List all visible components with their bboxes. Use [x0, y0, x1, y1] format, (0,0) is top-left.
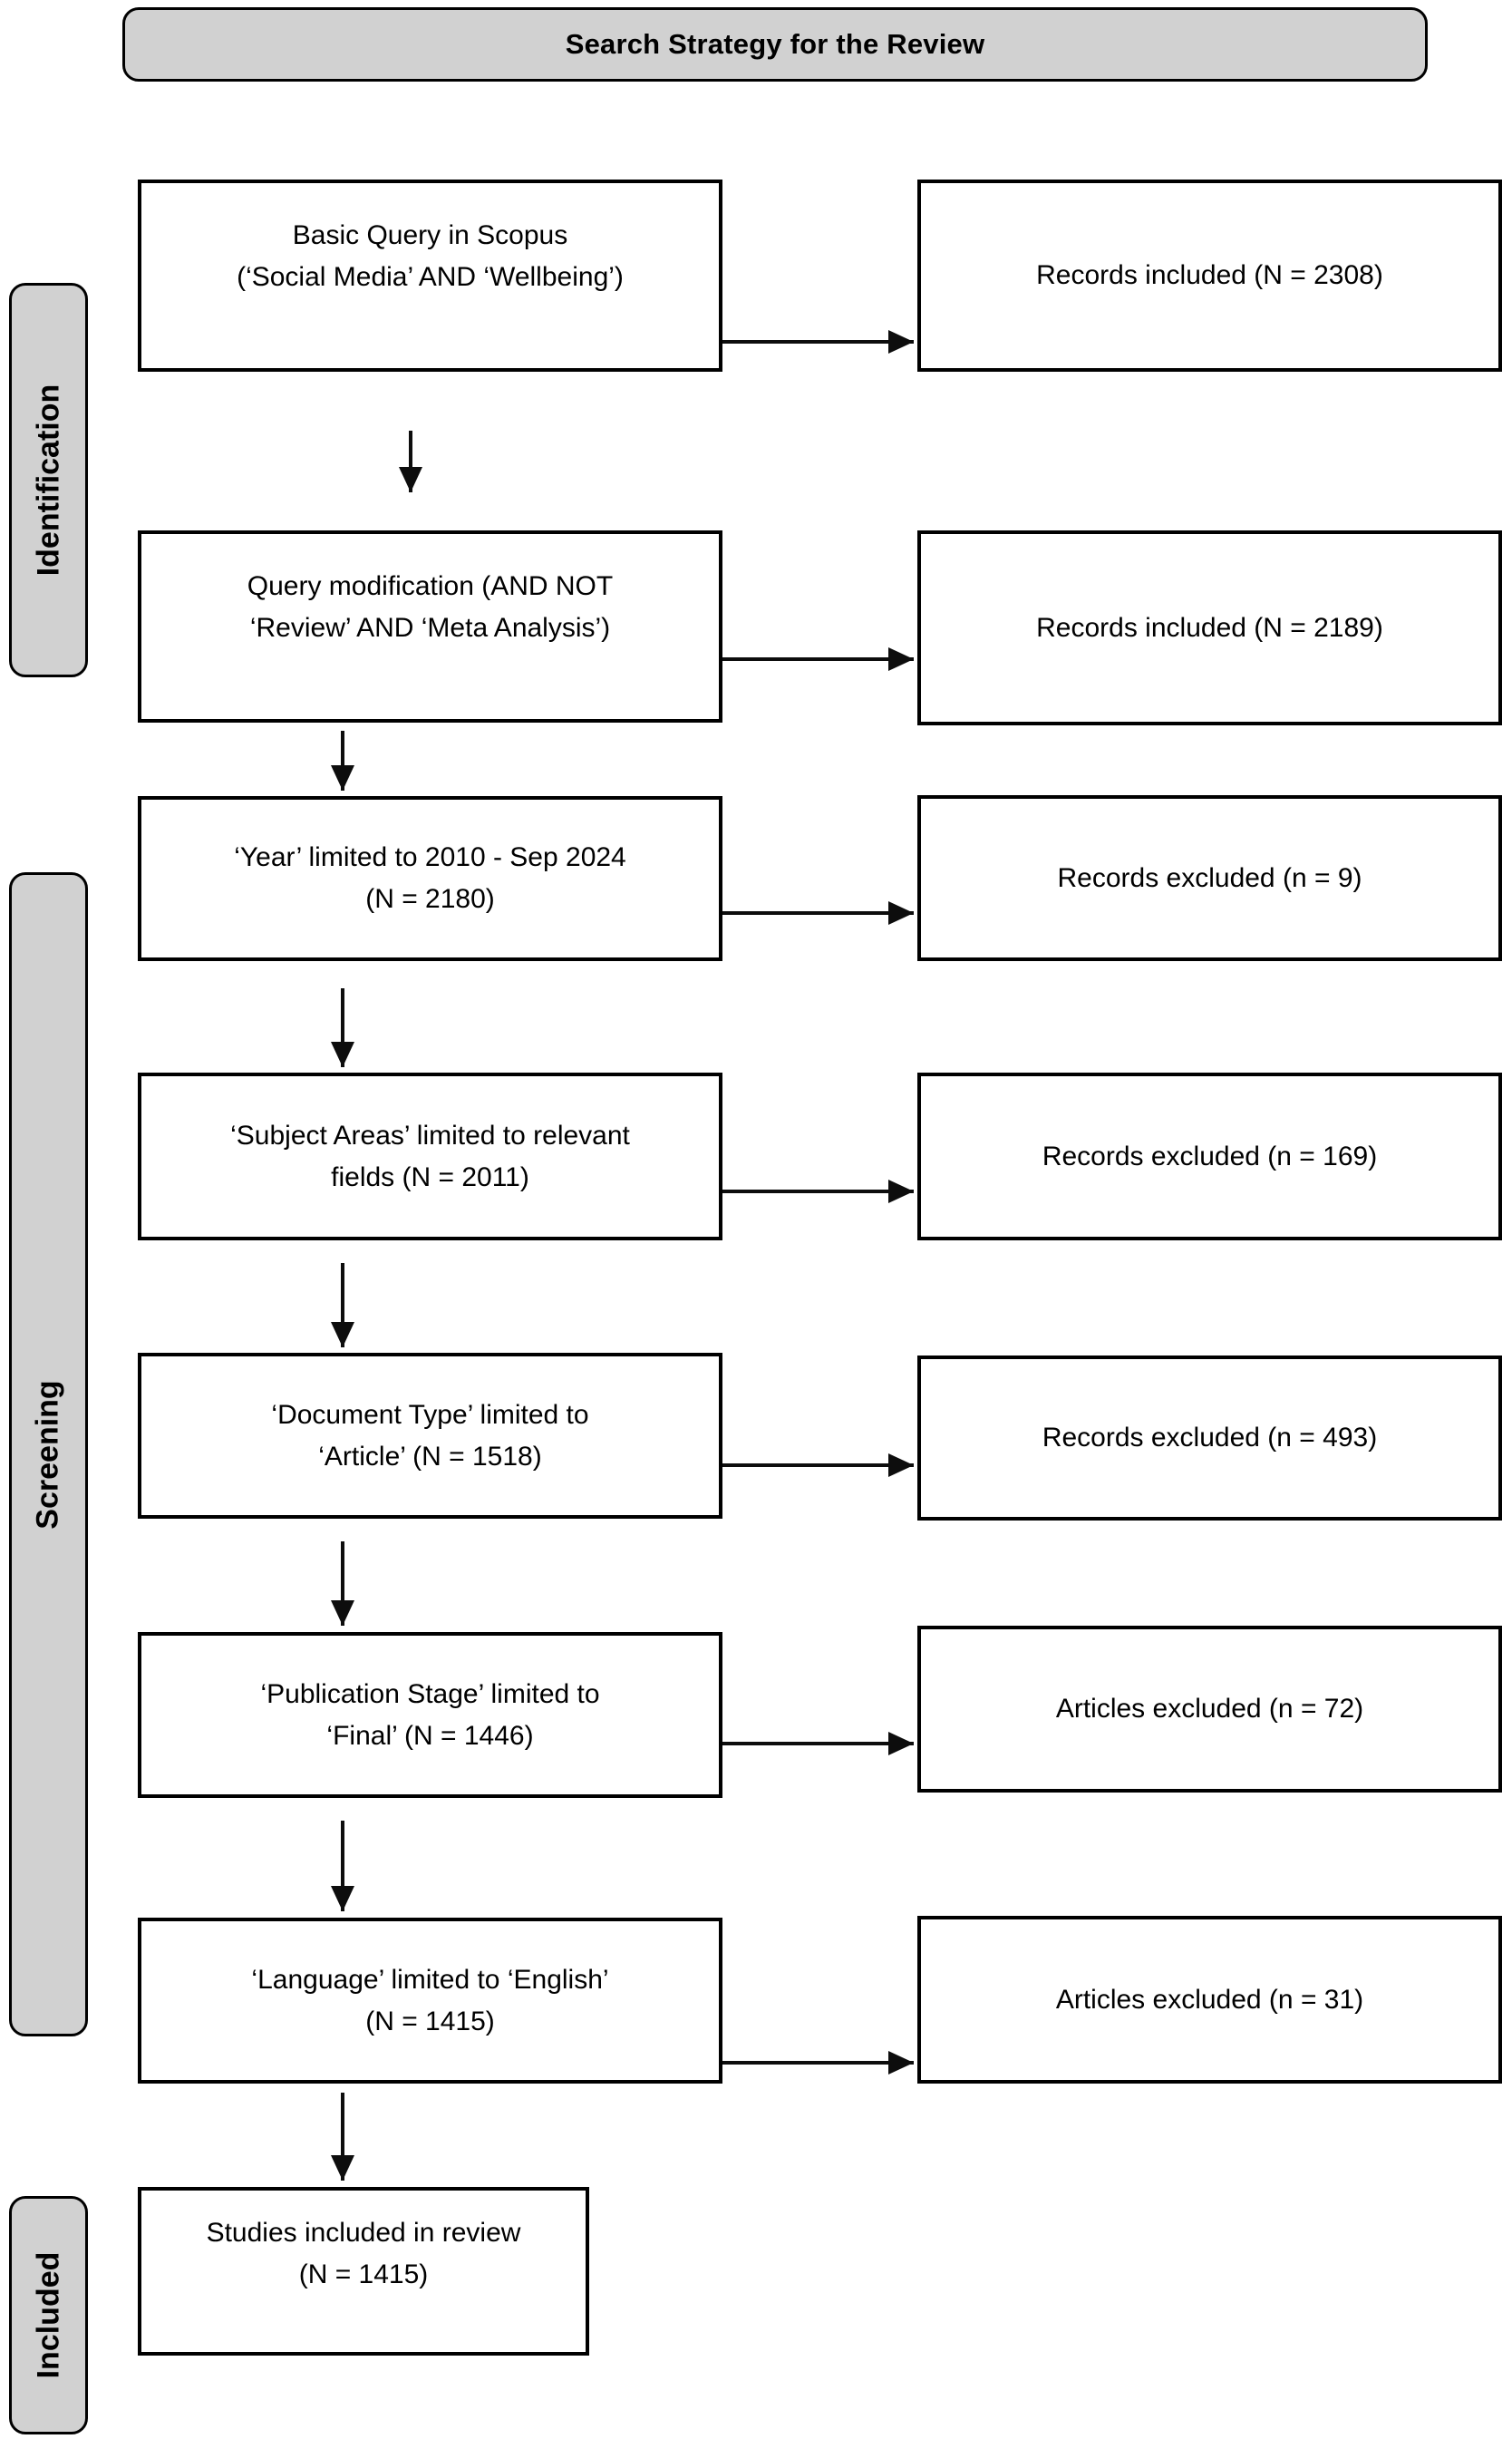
result-box-3-text: Records excluded (n = 9)	[1057, 862, 1362, 893]
result-box-1-text: Records included (N = 2308)	[1036, 260, 1383, 291]
final-box-text: Studies included in review (N = 1415)	[206, 2218, 521, 2289]
step-box-2-text: Query modification (AND NOT ‘Review’ AND…	[247, 571, 614, 643]
result-box-4: Records excluded (n = 169)	[917, 1073, 1502, 1240]
step-box-4: ‘Subject Areas’ limited to relevant fiel…	[138, 1073, 722, 1240]
step-box-7-text: ‘Language’ limited to ‘English’ (N = 141…	[251, 1964, 609, 2036]
result-box-2-text: Records included (N = 2189)	[1036, 612, 1383, 643]
step-box-2: Query modification (AND NOT ‘Review’ AND…	[138, 530, 722, 723]
result-box-2: Records included (N = 2189)	[917, 530, 1502, 725]
result-box-5-text: Records excluded (n = 493)	[1042, 1423, 1378, 1453]
step-box-1-text: Basic Query in Scopus (‘Social Media’ AN…	[237, 220, 624, 292]
step-box-4-text: ‘Subject Areas’ limited to relevant fiel…	[230, 1120, 630, 1192]
stage-label-screening: Screening	[31, 1379, 66, 1530]
result-box-6-text: Articles excluded (n = 72)	[1055, 1694, 1364, 1725]
result-box-7-text: Articles excluded (n = 31)	[1055, 1984, 1364, 2015]
step-box-1: Basic Query in Scopus (‘Social Media’ AN…	[138, 180, 722, 372]
result-box-1: Records included (N = 2308)	[917, 180, 1502, 372]
stage-label-identification: Identification	[31, 384, 65, 577]
step-box-5-text: ‘Document Type’ limited to ‘Article’ (N …	[271, 1399, 589, 1472]
stage-box-included: Included	[9, 2196, 88, 2434]
result-box-3: Records excluded (n = 9)	[917, 795, 1502, 961]
stage-label-included: Included	[31, 2251, 66, 2379]
step-box-3-text: ‘Year’ limited to 2010 - Sep 2024 (N = 2…	[234, 842, 626, 914]
step-box-6-text: ‘Publication Stage’ limited to ‘Final’ (…	[260, 1678, 600, 1751]
step-box-5: ‘Document Type’ limited to ‘Article’ (N …	[138, 1353, 722, 1519]
final-box: Studies included in review (N = 1415)	[138, 2187, 589, 2356]
step-box-7: ‘Language’ limited to ‘English’ (N = 141…	[138, 1918, 722, 2084]
page-title: Search Strategy for the Review	[565, 28, 985, 60]
result-box-5: Records excluded (n = 493)	[917, 1356, 1502, 1521]
stage-box-identification: Identification	[9, 283, 88, 677]
result-box-4-text: Records excluded (n = 169)	[1042, 1141, 1378, 1171]
stage-box-screening: Screening	[9, 872, 88, 2036]
title-box: Search Strategy for the Review	[122, 7, 1428, 82]
result-box-7: Articles excluded (n = 31)	[917, 1916, 1502, 2084]
step-box-3: ‘Year’ limited to 2010 - Sep 2024 (N = 2…	[138, 796, 722, 961]
result-box-6: Articles excluded (n = 72)	[917, 1626, 1502, 1793]
step-box-6: ‘Publication Stage’ limited to ‘Final’ (…	[138, 1632, 722, 1798]
